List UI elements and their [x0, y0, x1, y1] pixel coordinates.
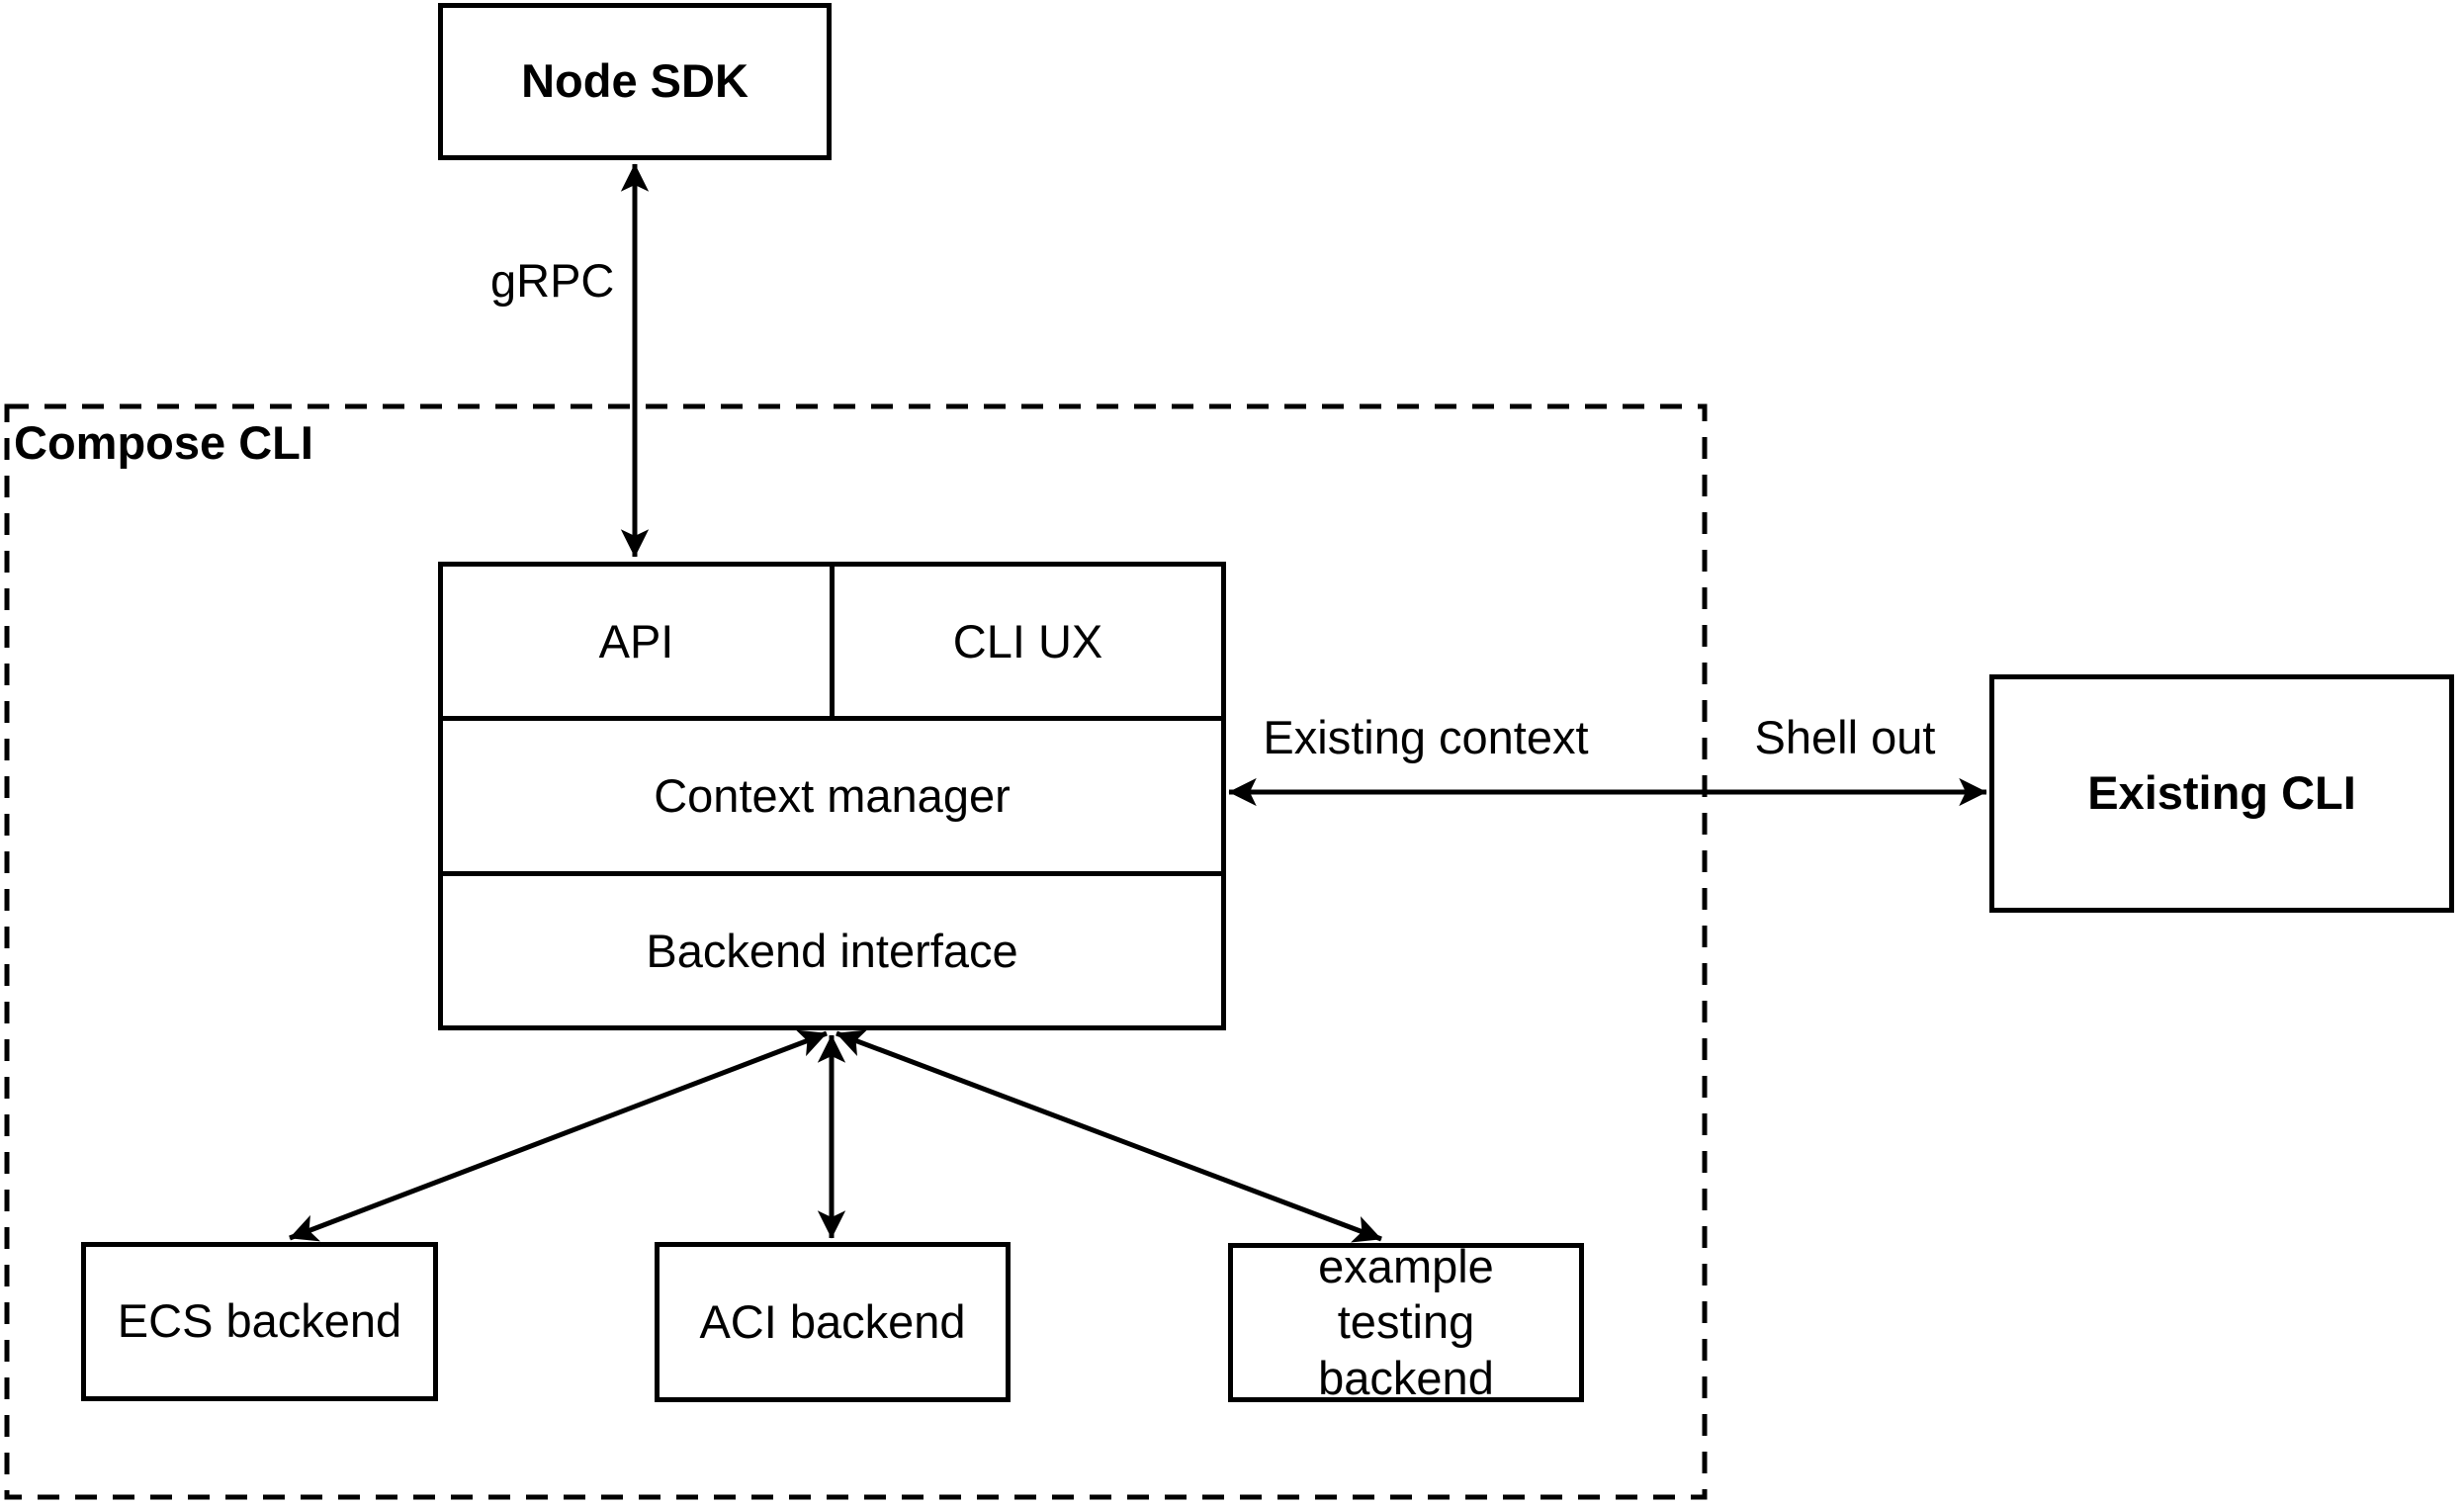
cli-ux-label: CLI UX — [952, 615, 1103, 668]
example-testing-backend-label: example testing backend — [1318, 1239, 1494, 1404]
context-manager-label: Context manager — [654, 769, 1011, 823]
stack-top-row: API CLI UX — [443, 567, 1221, 717]
shell-out-edge-label: Shell out — [1754, 711, 1936, 763]
cli-ux-cell: CLI UX — [830, 567, 1221, 717]
backend-interface-label: Backend interface — [646, 924, 1018, 977]
compose-cli-title: Compose CLI — [14, 416, 313, 469]
aci-backend-label: ACI backend — [699, 1294, 966, 1348]
ecs-backend-arrow — [289, 1029, 828, 1242]
compose-cli-stack: API CLI UX Context manager Backend inter… — [438, 562, 1226, 1030]
existing-cli-label: Existing CLI — [2087, 766, 2356, 820]
existing-context-edge-label: Existing context — [1263, 711, 1589, 763]
node-sdk-label: Node SDK — [521, 54, 748, 108]
grpc-edge-label: gRPC — [490, 254, 615, 307]
existing-cli-box: Existing CLI — [1989, 674, 2454, 913]
ecs-backend-label: ECS backend — [117, 1294, 402, 1348]
backend-interface-cell: Backend interface — [443, 870, 1221, 1025]
context-manager-cell: Context manager — [443, 716, 1221, 870]
node-sdk-box: Node SDK — [438, 3, 832, 160]
aci-backend-box: ACI backend — [655, 1242, 1011, 1402]
example-testing-backend-arrow — [836, 1029, 1382, 1243]
ecs-backend-box: ECS backend — [81, 1242, 438, 1401]
example-testing-backend-box: example testing backend — [1228, 1240, 1584, 1404]
api-cell: API — [443, 567, 830, 716]
api-label: API — [598, 615, 674, 668]
